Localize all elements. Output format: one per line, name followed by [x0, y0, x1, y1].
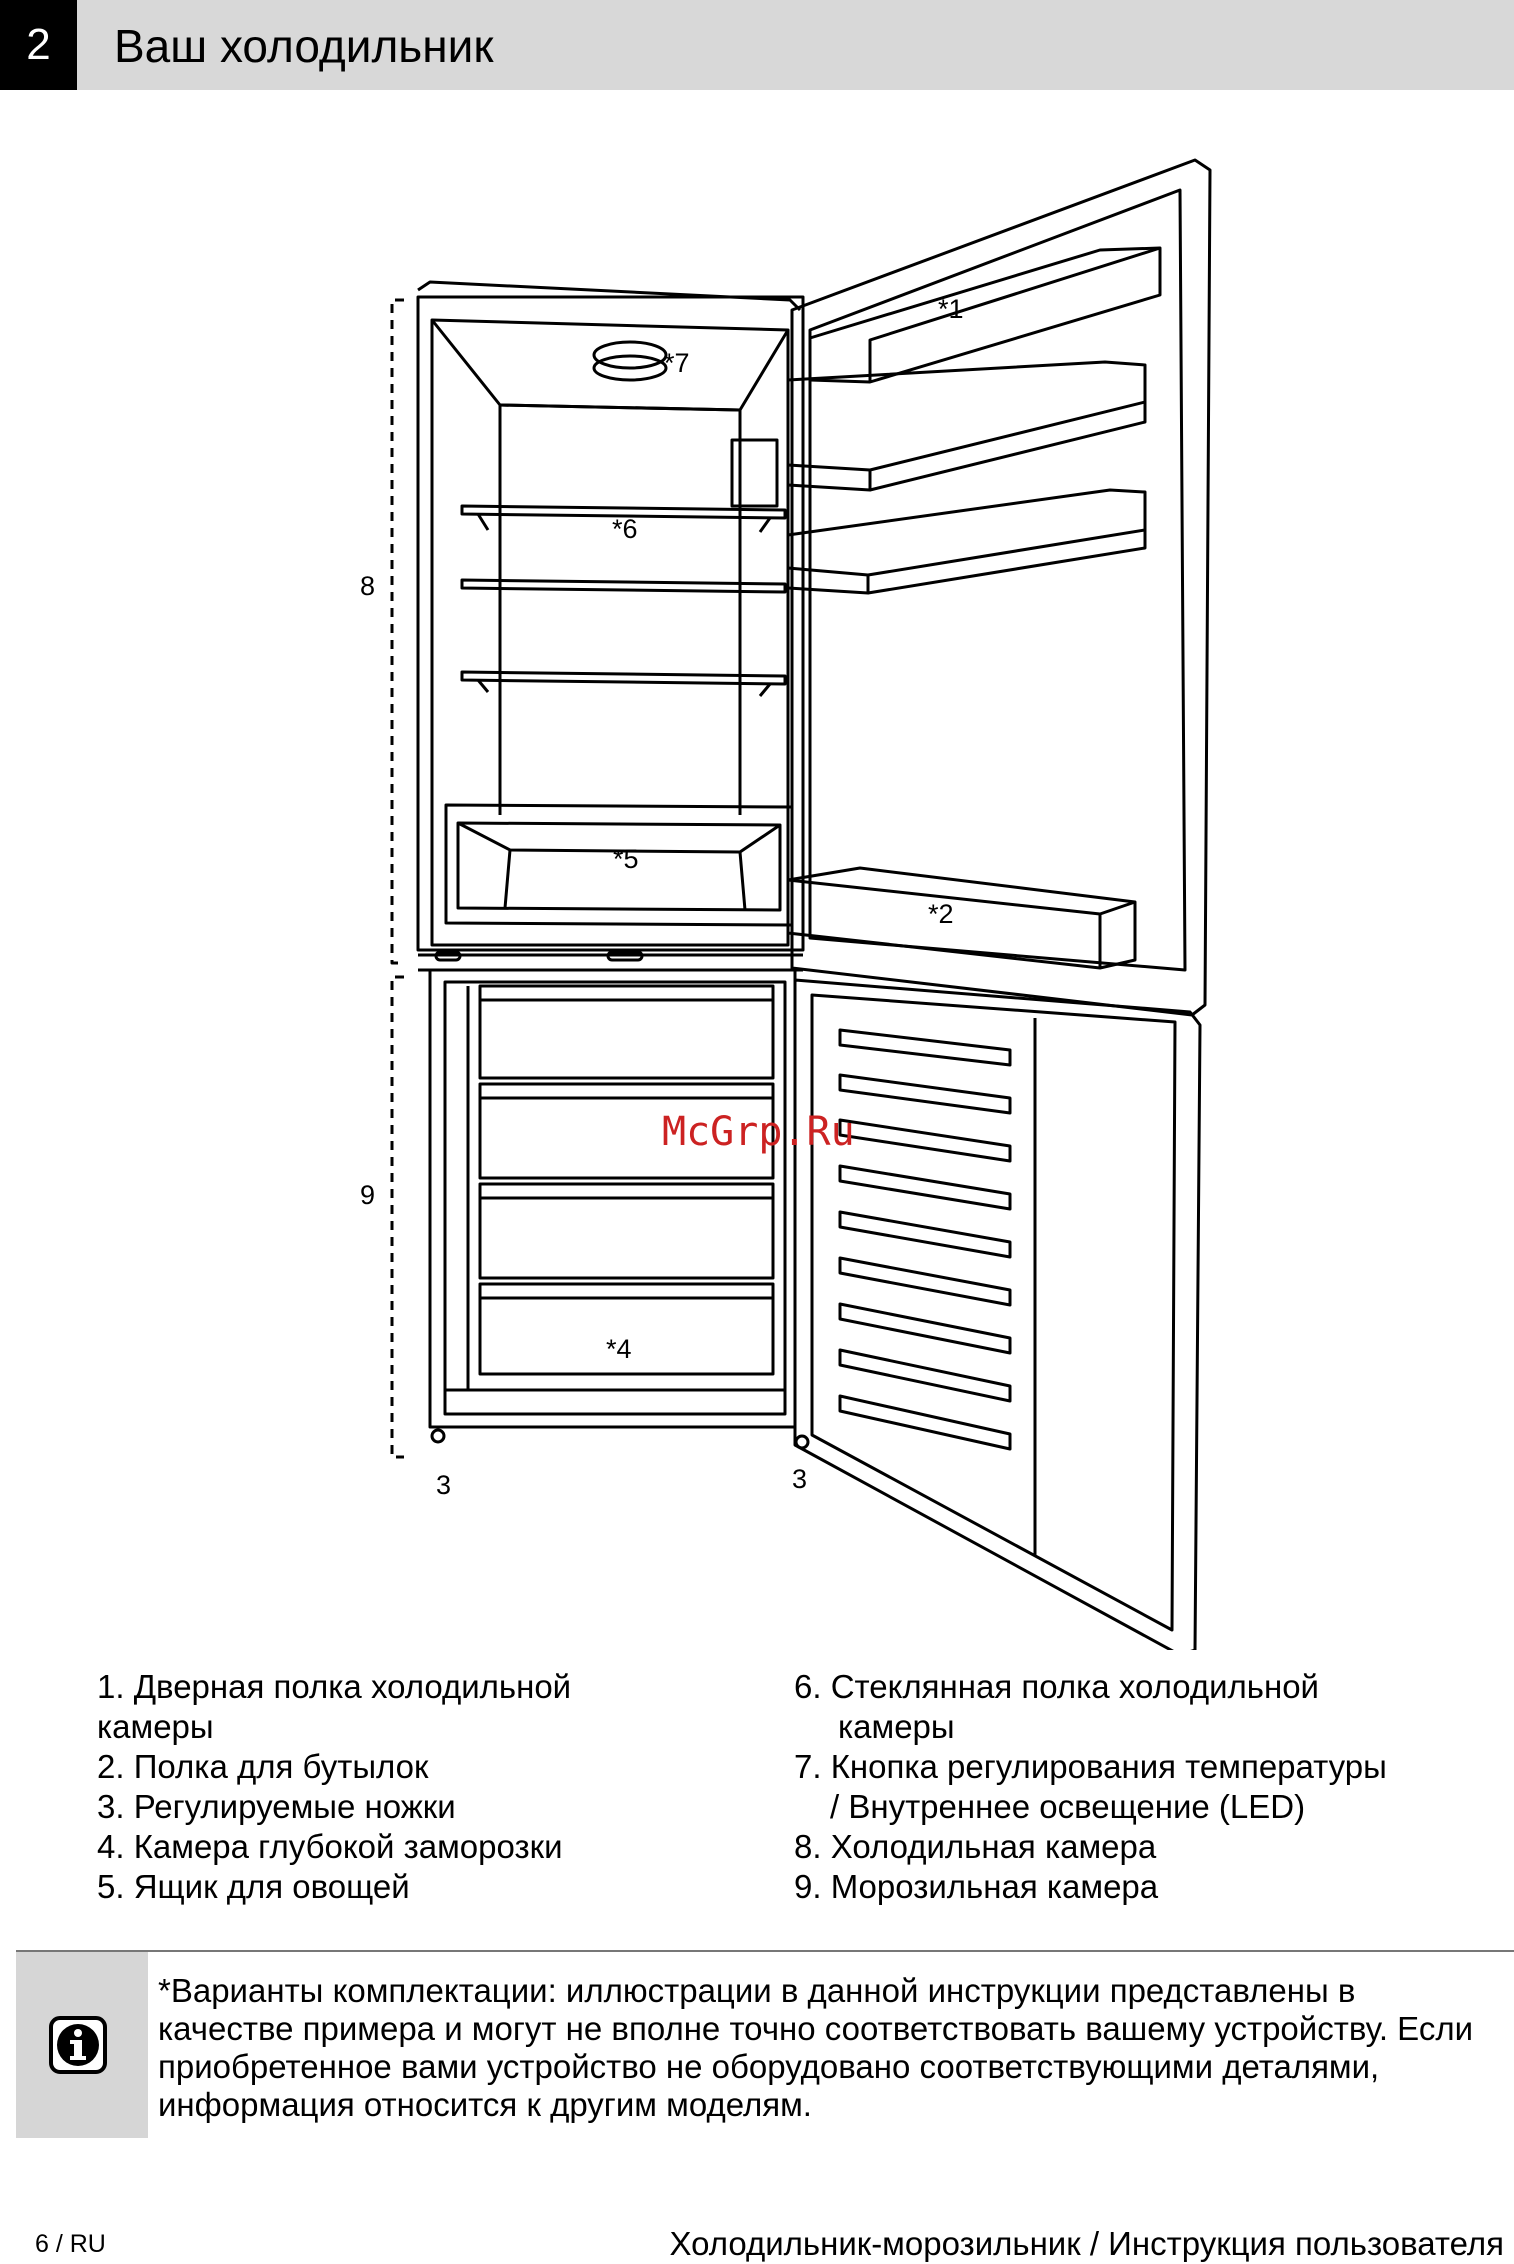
info-note: *Варианты комплектации: иллюстрации в да…	[16, 1950, 1514, 2138]
callout-glass-shelf: *6	[612, 514, 638, 544]
callout-door-shelf: *1	[938, 294, 964, 324]
legend-item: 6. Стеклянная полка холодильной камеры	[794, 1668, 1319, 1745]
chapter-title: Ваш холодильник	[114, 20, 494, 72]
legend-item: 4. Камера глубокой заморозки	[97, 1828, 563, 1865]
parts-legend-right: 6. Стеклянная полка холодильной камеры 7…	[794, 1667, 1494, 1907]
callout-fridge-section: 8	[360, 571, 375, 601]
legend-item: 1. Дверная полка холодильной камеры	[97, 1668, 572, 1745]
fridge-diagram: *1 *7 *6 8 *5 *2 McGrp.Ru 9 *4 3 3	[360, 158, 1212, 1650]
legend-item: 2. Полка для бутылок	[97, 1748, 429, 1785]
legend-item: 8. Холодильная камера	[794, 1828, 1157, 1865]
footer-title: Холодильник-морозильник / Инструкция пол…	[669, 2225, 1504, 2262]
callout-freezer-section: 9	[360, 1180, 375, 1210]
legend-item: 7. Кнопка регулирования температуры / Вн…	[794, 1748, 1387, 1825]
callout-thermostat: *7	[664, 348, 690, 378]
legend-item: 3. Регулируемые ножки	[97, 1788, 456, 1825]
section-header: 2 Ваш холодильник	[0, 0, 1514, 90]
callout-crisper: *5	[613, 844, 639, 874]
watermark: McGrp.Ru	[662, 1109, 855, 1155]
note-sidebar	[16, 1952, 148, 2138]
parts-legend-left: 1. Дверная полка холодильной камеры 2. П…	[97, 1667, 717, 1907]
info-icon	[49, 2016, 107, 2074]
callout-freezer-drawer: *4	[606, 1334, 632, 1364]
legend-item: 9. Морозильная камера	[794, 1868, 1159, 1905]
callout-feet-right: 3	[792, 1464, 807, 1494]
legend-item: 5. Ящик для овощей	[97, 1868, 410, 1905]
callout-bottle-shelf: *2	[928, 899, 954, 929]
note-text: *Варианты комплектации: иллюстрации в да…	[158, 1972, 1474, 2123]
callout-feet-left: 3	[436, 1470, 451, 1500]
page-number: 6 / RU	[35, 2230, 106, 2258]
chapter-number: 2	[0, 0, 77, 90]
